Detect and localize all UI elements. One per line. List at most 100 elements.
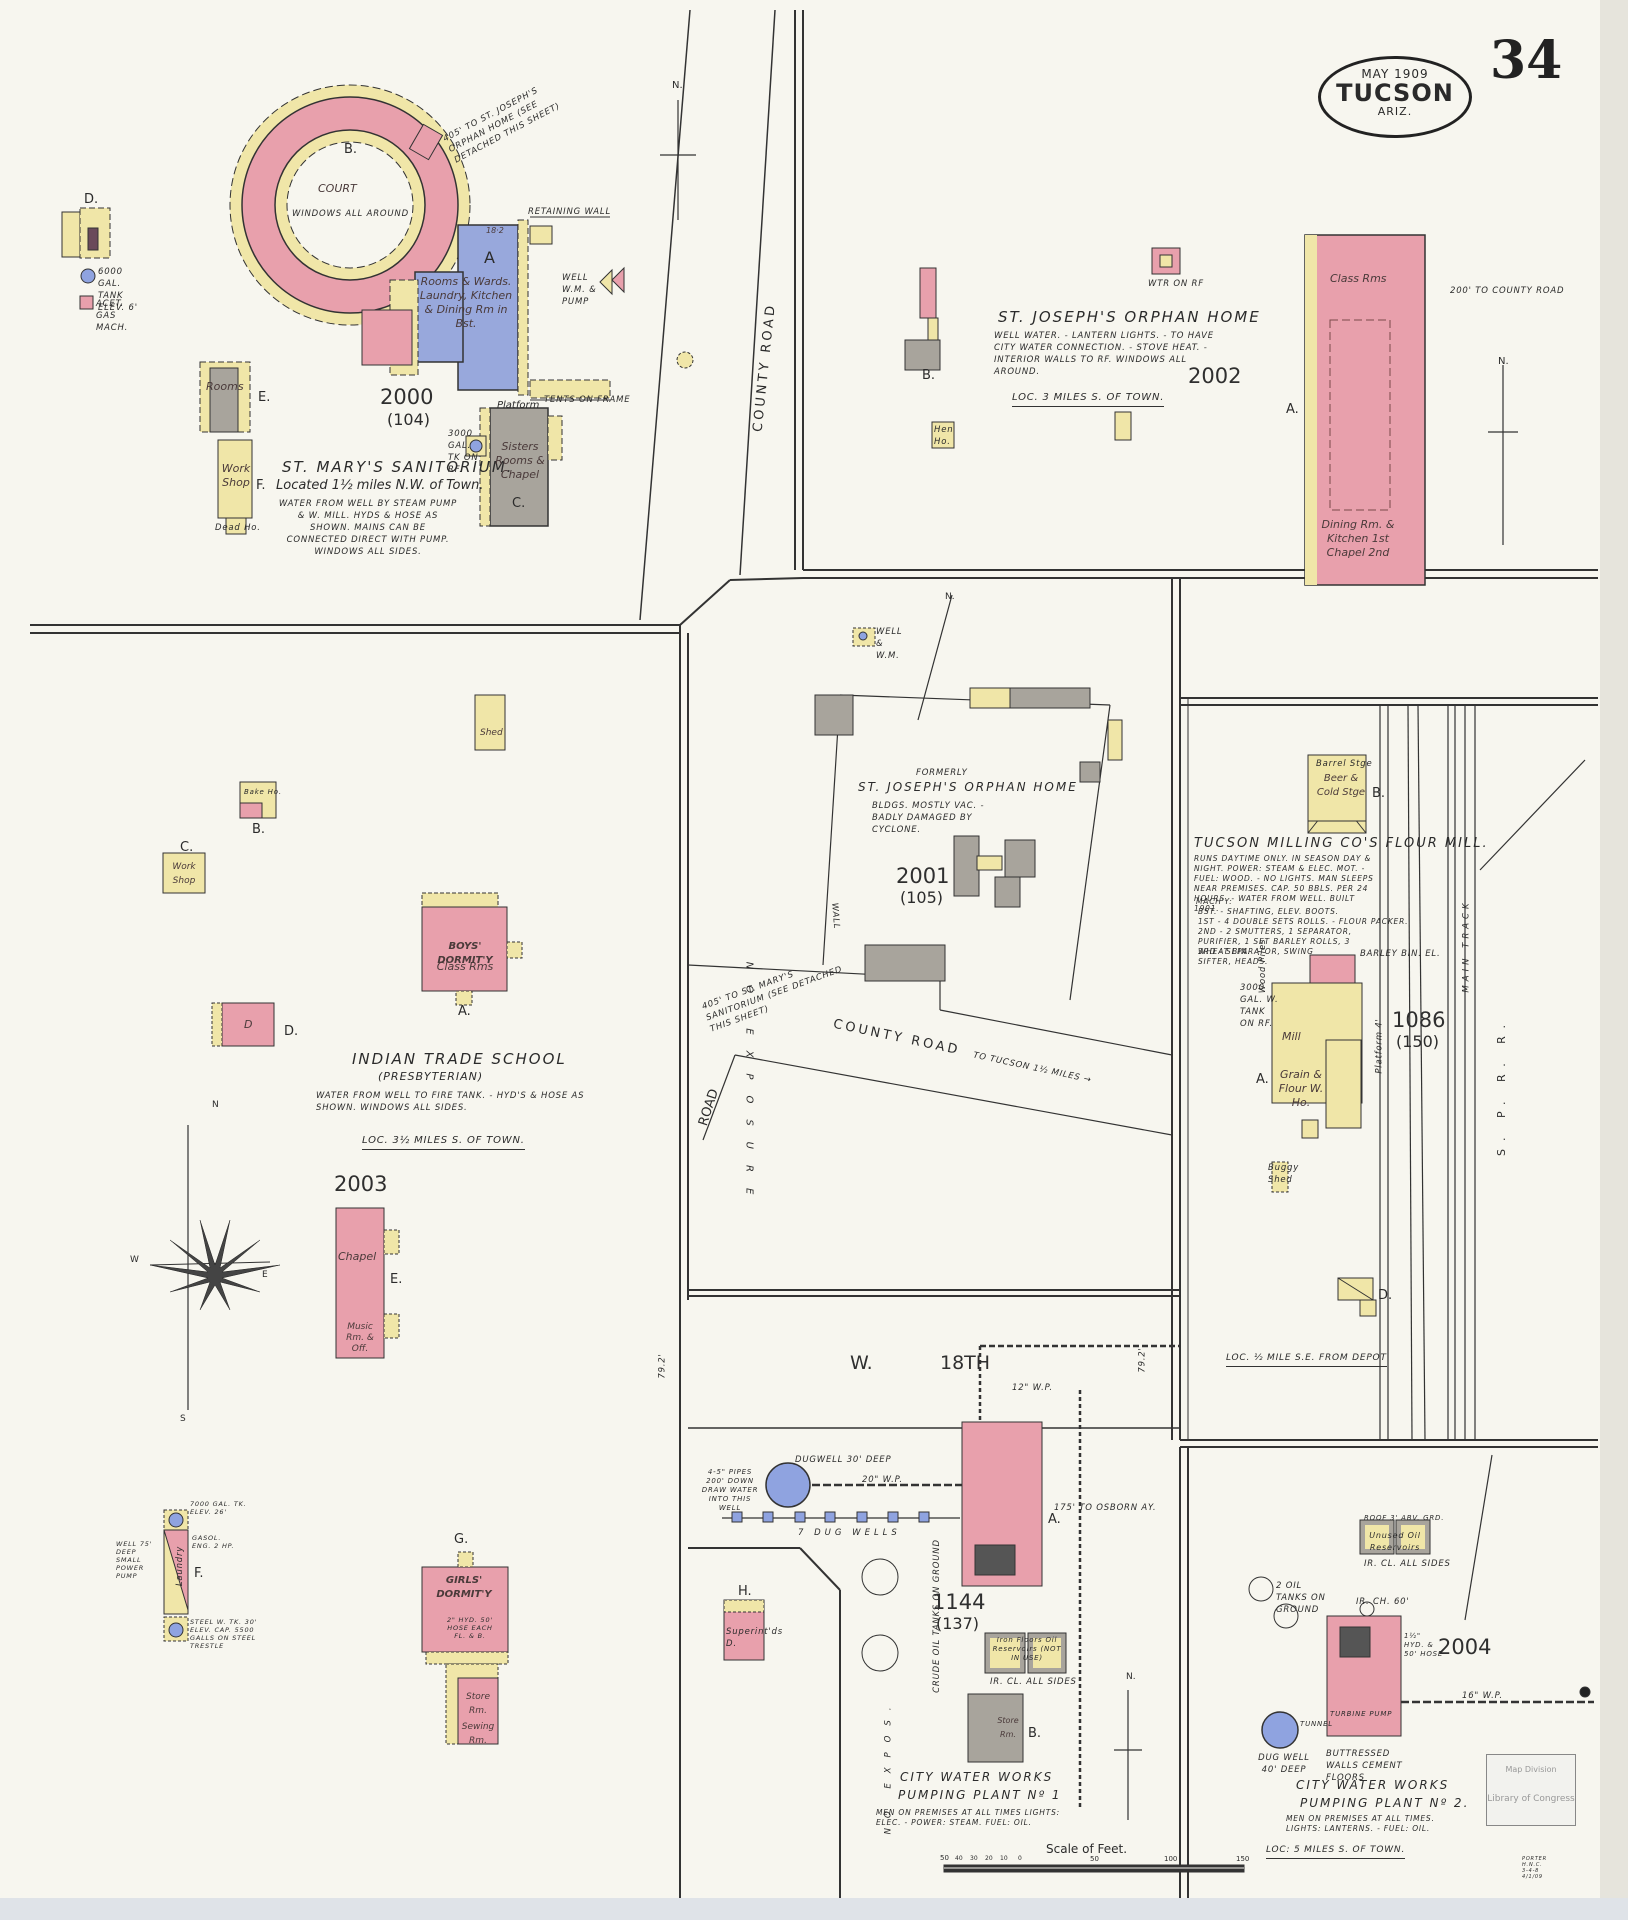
- indian-school-title: INDIAN TRADE SCHOOL: [352, 1050, 567, 1068]
- building-label-f-2003: F.: [194, 1566, 204, 1581]
- dining-chapel-label: Dining Rm. & Kitchen 1st Chapel 2nd: [1321, 518, 1395, 559]
- building-label-b-1086: B.: [1372, 786, 1386, 801]
- water-works-2-notes: MEN ON PREMISES AT ALL TIMES. LIGHTS: LA…: [1286, 1814, 1435, 1833]
- building-label-d-1086: D.: [1378, 1288, 1393, 1303]
- no-exposure-label: NO EXPOSURE: [743, 961, 755, 1211]
- steel-tank: STEEL W. TK. 30' ELEV. CAP. 5500 GALLS O…: [190, 1618, 258, 1650]
- indian-school-subtitle: (PRESBYTERIAN): [378, 1070, 484, 1083]
- flour-mill-title: TUCSON MILLING CO'S FLOUR MILL.: [1194, 836, 1489, 851]
- well-pump-2003: WELL 75' DEEP SMALL POWER PUMP: [116, 1540, 153, 1580]
- building-label-b-2002: B.: [922, 368, 936, 383]
- tunnel-label: TUNNEL: [1300, 1720, 1333, 1728]
- building-label-e-2003: E.: [390, 1272, 403, 1287]
- dugwell-30-label: DUGWELL 30' DEEP: [795, 1455, 892, 1465]
- compass-west: W: [130, 1255, 139, 1265]
- block-number-2004: 2004: [1438, 1635, 1492, 1659]
- main-12-label: 12" W.P.: [1012, 1383, 1053, 1393]
- water-tank-roof-label: WTR ON RF: [1148, 279, 1204, 289]
- scale-tick: 100: [1164, 1855, 1178, 1863]
- tents-on-frame: TENTS ON FRAME: [544, 395, 631, 405]
- block-number-2003: 2003: [334, 1172, 388, 1196]
- hydrant-2004-label: 1½" HYD. & 50' HOSE: [1404, 1632, 1444, 1658]
- water-works-2-location: LOC: 5 MILES S. OF TOWN.: [1266, 1844, 1406, 1859]
- building-label-a-2002: A.: [1286, 402, 1299, 417]
- margin-note: PORTER H.N.C. 3-4-8 4/1/09: [1522, 1856, 1547, 1880]
- turbine-pump-label: TURBINE PUMP: [1330, 1710, 1393, 1718]
- building-label-a-2003: A.: [458, 1004, 471, 1019]
- building-label-d-2003: D.: [284, 1024, 299, 1039]
- court-label: COURT: [318, 182, 357, 195]
- old-number-104: (104): [387, 410, 431, 429]
- main-20-label: 20" W.P.: [862, 1475, 903, 1485]
- scale-tick: 10: [1000, 1855, 1008, 1862]
- barley-bin-label: BARLEY BIN. EL.: [1360, 949, 1441, 959]
- paper-edge: [1600, 0, 1628, 1920]
- tank-3000-mill: 3000 GAL. W. TANK ON RF.: [1240, 983, 1279, 1029]
- beer-cold-storage-label: Beer & Cold Stge: [1316, 773, 1366, 798]
- compass-north: N: [212, 1100, 219, 1110]
- scale-tick: 0: [1018, 1855, 1022, 1862]
- building-e-rooms: Rooms: [206, 380, 244, 393]
- well-pump-note: WELL W.M. & PUMP: [562, 273, 597, 307]
- building-label-c: C.: [512, 496, 526, 511]
- formerly-label: FORMERLY: [916, 768, 968, 778]
- st-marys-location: Located 1½ miles N.W. of Town.: [276, 478, 484, 493]
- scale-tick: 50: [940, 1854, 949, 1862]
- superintendent-label: Superint'ds D.: [726, 1627, 783, 1649]
- block-number-1144: 1144: [932, 1590, 986, 1614]
- machinery-2: 1ST - 4 DOUBLE SETS ROLLS. - FLOUR PACKE…: [1198, 917, 1409, 926]
- to-county-road-note: 200' TO COUNTY ROAD: [1450, 286, 1565, 296]
- state-name: ARIZ.: [1377, 105, 1413, 118]
- building-label-b-1144: B.: [1028, 1726, 1042, 1741]
- indian-school-location: LOC. 3½ MILES S. OF TOWN.: [362, 1135, 525, 1150]
- laundry-label: Laundry: [175, 1545, 186, 1587]
- scale-title: Scale of Feet.: [1046, 1842, 1128, 1856]
- north-arrow-label-2002: N.: [1498, 356, 1509, 367]
- workshop-c-label: Work Shop: [172, 862, 196, 886]
- scan-bottom-edge: [0, 1898, 1628, 1920]
- old-number-137: (137): [936, 1614, 980, 1633]
- music-room-label: Music Rm. & Off.: [346, 1322, 374, 1354]
- compass-south: S: [180, 1414, 186, 1424]
- wall-label: WALL: [829, 902, 842, 930]
- water-works-1-notes: MEN ON PREMISES AT ALL TIMES LIGHTS: ELE…: [876, 1808, 1060, 1827]
- machinery-1: BST. - SHAFTING, ELEV. BOOTS.: [1198, 907, 1339, 916]
- windows-all-around: WINDOWS ALL AROUND: [292, 209, 409, 219]
- scale-tick: 20: [985, 1855, 993, 1862]
- well-wm-label: WELL & W.M.: [876, 627, 903, 661]
- store-room-label: Store Rm.: [466, 1692, 490, 1716]
- buttressed-walls-label: BUTTRESSED WALLS CEMENT FLOORS: [1326, 1749, 1403, 1783]
- city-name: TUCSON: [1336, 79, 1454, 107]
- water-works-1-subtitle: PUMPING PLANT Nº 1: [898, 1788, 1062, 1802]
- railroad-label: S. P. R. R.: [1494, 1017, 1508, 1156]
- street-18th: 18TH: [940, 1352, 991, 1374]
- grain-flour-label: Grain & Flour W. Ho.: [1278, 1068, 1324, 1109]
- scale-tick: 50: [1090, 1855, 1099, 1863]
- machinery-4: 3RD - SEPARATOR, SWING SIFTER, HEADS.: [1198, 947, 1314, 966]
- unused-oil-reservoirs-label: Unused Oil Reservoirs: [1369, 1531, 1421, 1552]
- grade-79-left: 79.2': [657, 1353, 668, 1379]
- to-osborn-note: 175' TO OSBORN AY.: [1054, 1503, 1157, 1513]
- store-room-b-label: Store Rm.: [997, 1716, 1019, 1739]
- retaining-wall-top: RETAINING WALL: [528, 207, 611, 217]
- reservoirs-1-note: IR. CL. ALL SIDES: [990, 1677, 1077, 1687]
- map-date: MAY 1909: [1361, 67, 1429, 81]
- main-track-label: MAIN TRACK: [1461, 899, 1472, 993]
- water-works-2-title: CITY WATER WORKS: [1296, 1778, 1450, 1792]
- sheet-number: 34: [1490, 30, 1563, 91]
- building-label-b-2003: B.: [252, 822, 266, 837]
- former-orphan-home-title: ST. JOSEPH'S ORPHAN HOME: [858, 780, 1078, 794]
- block-number-2001: 2001: [896, 864, 950, 888]
- stamp-line-2: Library of Congress: [1487, 1794, 1575, 1804]
- library-stamp: Map Division Library of Congress: [1486, 1754, 1576, 1826]
- compass-east: E: [262, 1270, 268, 1280]
- oil-reservoirs-1-label: Iron Floors Oil Reservoirs (NOT IN USE): [992, 1636, 1062, 1662]
- flour-mill-notes: RUNS DAYTIME ONLY. IN SEASON DAY & NIGHT…: [1194, 854, 1374, 913]
- flour-mill-location: LOC. ½ MILE S.E. FROM DEPOT: [1226, 1352, 1387, 1367]
- dug-wells-label: 7 DUG WELLS: [798, 1528, 901, 1538]
- block-number-1086: 1086: [1392, 1008, 1446, 1032]
- title-cartouche: MAY 1909 TUCSON ARIZ.: [1318, 56, 1472, 138]
- orphan-home-2002-location: LOC. 3 MILES S. OF TOWN.: [1012, 392, 1165, 407]
- stamp-line-1: Map Division: [1505, 1765, 1557, 1774]
